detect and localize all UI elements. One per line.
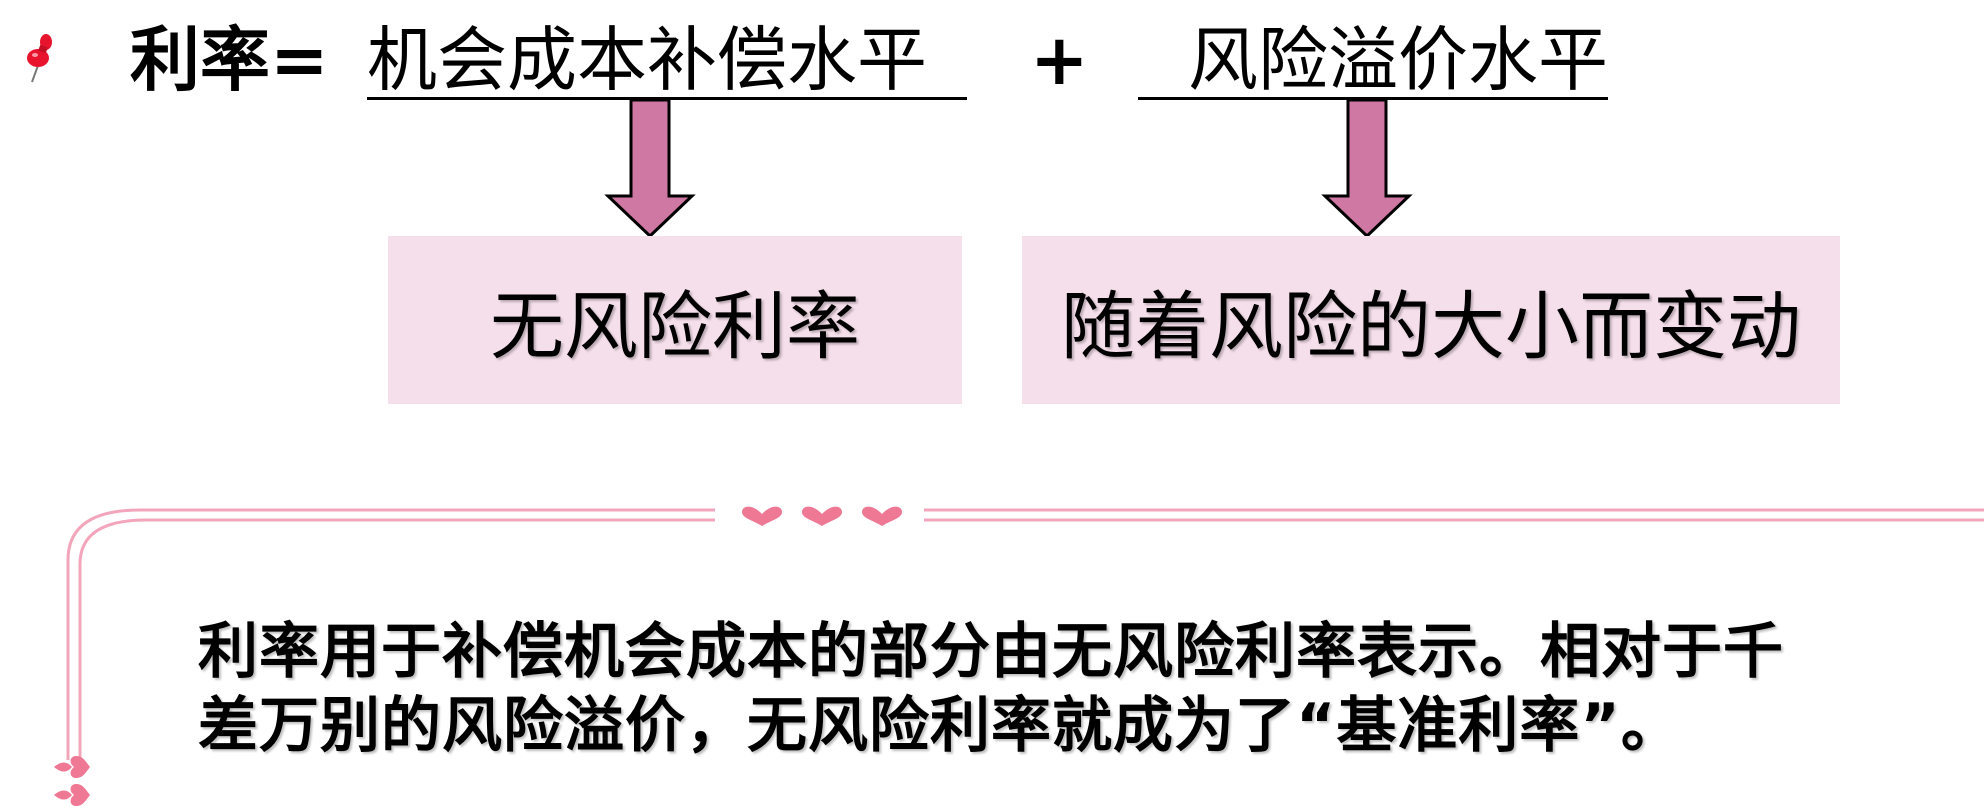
heart-icon	[742, 506, 782, 526]
formula-plus: +	[1030, 19, 1089, 101]
decorative-frame	[66, 508, 1984, 760]
formula-prefix: 利率=	[130, 19, 329, 101]
formula-term-opportunity-cost: 机会成本补偿水平	[367, 25, 967, 100]
pushpin-icon	[27, 34, 52, 83]
box-risk-free-rate-label: 无风险利率	[490, 283, 860, 370]
heart-icon	[802, 506, 842, 526]
heart-icon	[54, 784, 90, 806]
note-line-2: 差万别的风险溢价，无风险利率就成为了“基准利率”。	[198, 691, 1682, 761]
heart-icon	[54, 756, 90, 778]
heart-icon	[862, 506, 902, 526]
note-line-1: 利率用于补偿机会成本的部分由无风险利率表示。相对于千	[198, 617, 1784, 687]
arrow-down-risk-premium	[1321, 98, 1413, 239]
arrow-down-opportunity-cost	[604, 98, 696, 239]
formula-term-risk-premium: 风险溢价水平	[1138, 25, 1608, 100]
box-risk-free-rate: 无风险利率	[388, 236, 962, 404]
box-risk-varies: 随着风险的大小而变动	[1022, 236, 1840, 404]
box-risk-varies-label: 随着风险的大小而变动	[1061, 283, 1801, 370]
